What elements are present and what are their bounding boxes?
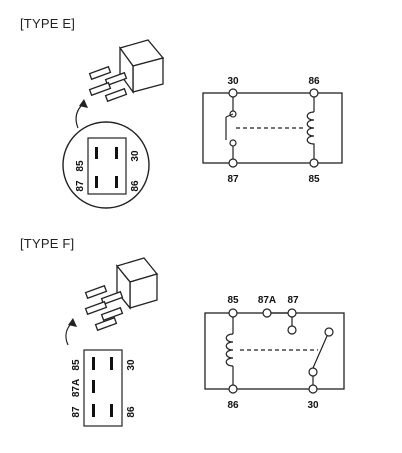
type-e-terminal-87 <box>228 158 238 168</box>
type-e-arrow-head <box>79 99 88 108</box>
type-f-coil <box>225 333 234 367</box>
type-f-schematic-pin-30: 30 <box>307 400 319 411</box>
type-f-title: [TYPE F] <box>20 236 75 251</box>
type-e-schematic: 30 86 87 85 <box>202 76 343 185</box>
type-e-title: [TYPE E] <box>20 16 76 31</box>
type-f-connector-pin-85: 85 <box>71 359 82 371</box>
type-f-terminal-87a <box>262 308 272 318</box>
type-f-connector-pin-30: 30 <box>126 359 137 371</box>
type-e-schematic-pin-86: 86 <box>308 76 320 87</box>
type-e-relay-body <box>88 39 165 103</box>
type-e-terminal-85 <box>309 158 319 168</box>
type-e-coil <box>306 111 315 146</box>
type-f-terminal-86 <box>228 384 238 394</box>
type-e-connector-pin-87: 87 <box>75 180 86 192</box>
type-e-connector-pin-86: 86 <box>130 180 141 192</box>
type-f-connector-pin-87a: 87A <box>71 379 82 397</box>
type-e-connector-pin-85: 85 <box>75 160 86 172</box>
type-f-schematic: 85 87A 87 86 30 <box>204 295 345 411</box>
type-f-connector-face <box>83 349 123 427</box>
type-f-schematic-pin-87a: 87A <box>258 295 276 306</box>
type-e-schematic-box <box>202 92 343 164</box>
type-f-arrow-head <box>68 318 77 327</box>
type-f-connector-pin-87: 87 <box>71 406 82 418</box>
type-f-switch-blade <box>312 335 328 369</box>
type-f-schematic-pin-87: 87 <box>287 295 299 306</box>
type-f-connector-pin-86: 86 <box>126 406 137 418</box>
type-f-schematic-pin-86: 86 <box>227 400 239 411</box>
type-e-schematic-pin-30: 30 <box>227 76 239 87</box>
type-f-connector-pins <box>92 357 113 417</box>
type-e-connector-pins <box>95 147 118 188</box>
type-e-schematic-pin-87: 87 <box>227 174 239 185</box>
type-e-connector-pin-30: 30 <box>130 150 141 162</box>
type-f-terminal-87 <box>287 308 297 318</box>
type-e-terminal-30 <box>228 88 238 98</box>
type-f-terminal-85 <box>228 308 238 318</box>
type-e-terminal-86 <box>309 88 319 98</box>
type-f-relay-body <box>84 257 159 332</box>
type-e-schematic-pin-85: 85 <box>308 174 320 185</box>
type-f-schematic-pin-85: 85 <box>227 295 239 306</box>
type-f-terminal-30 <box>308 384 318 394</box>
type-e-connector-face <box>87 137 127 195</box>
type-f-schematic-box <box>204 312 345 390</box>
